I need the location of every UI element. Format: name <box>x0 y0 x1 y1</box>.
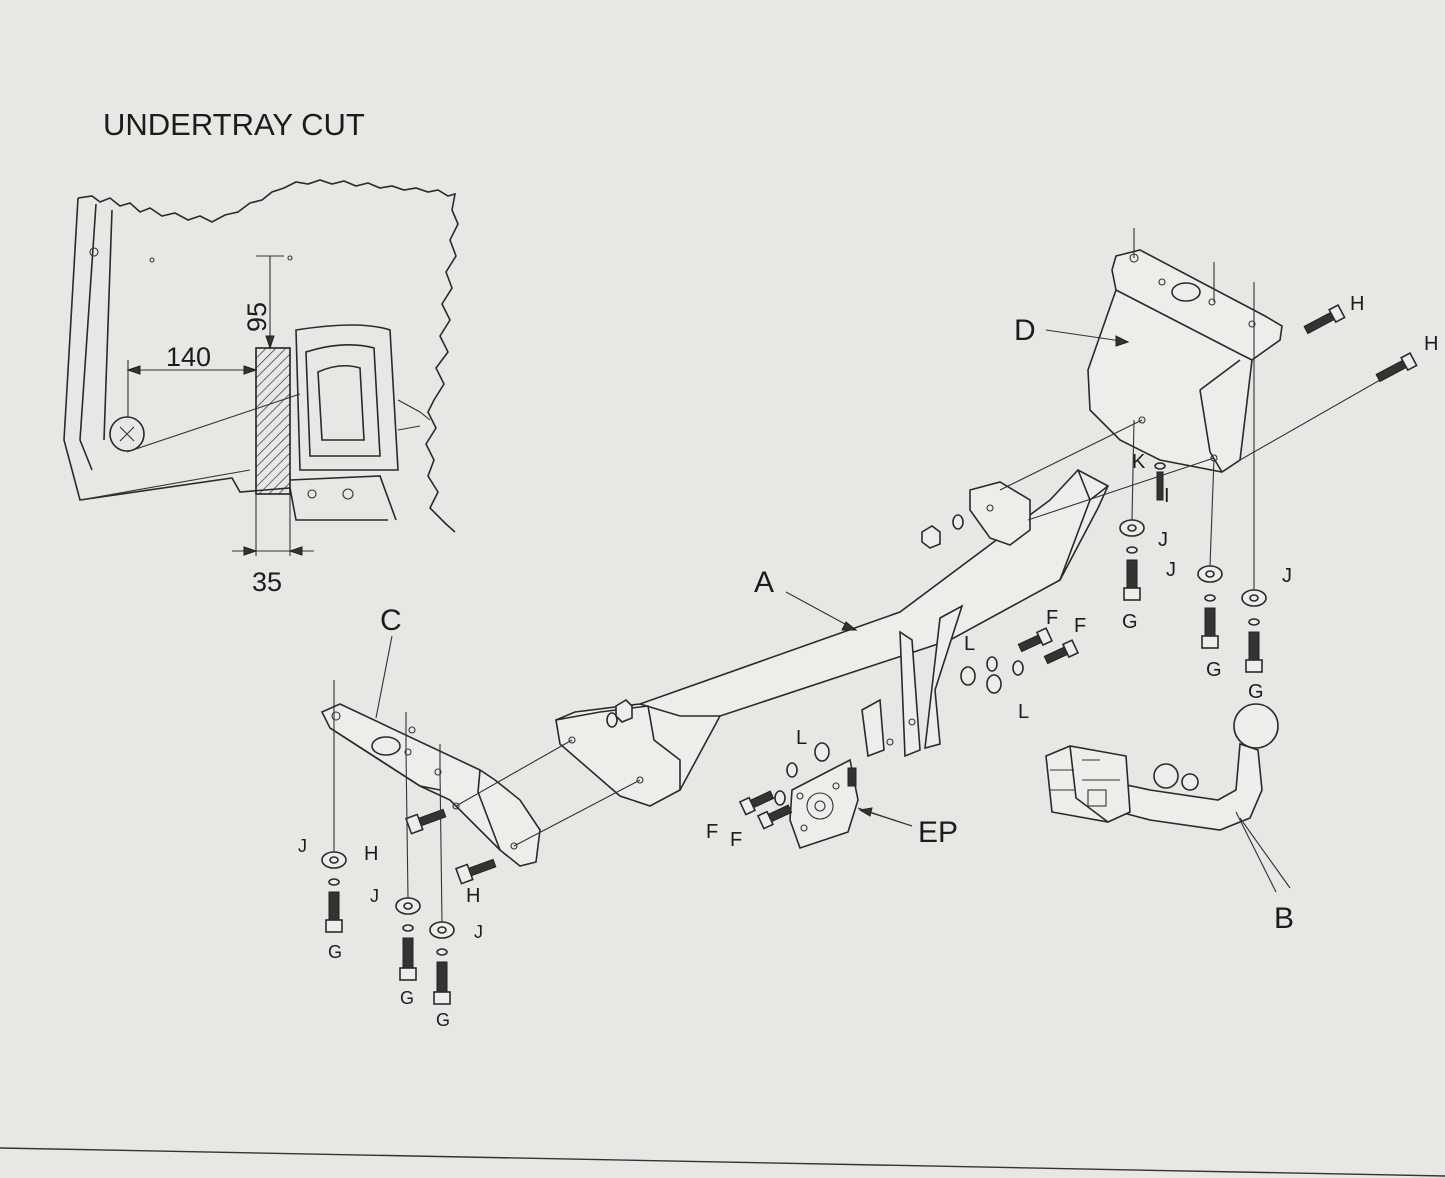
label-j-6: J <box>474 922 483 942</box>
dimension-140: 140 <box>166 342 211 372</box>
label-h-3: H <box>364 843 378 865</box>
label-h-1: H <box>1350 293 1364 315</box>
part-labels: D A C B EP H H H H K I J J J J J J G G G… <box>298 293 1438 1030</box>
label-g-4: G <box>328 942 342 962</box>
undertray-cut-area <box>255 347 291 495</box>
label-g-6: G <box>436 1010 450 1030</box>
bracket-part-d <box>999 228 1381 521</box>
bracket-part-c <box>320 680 641 867</box>
label-f-3: F <box>706 821 718 843</box>
label-g-3: G <box>1248 681 1264 703</box>
label-g-2: G <box>1206 659 1222 681</box>
label-h-2: H <box>1424 333 1438 355</box>
label-d: D <box>1014 314 1036 347</box>
electric-plate-ep <box>789 758 913 850</box>
dimension-35: 35 <box>252 567 282 597</box>
fasteners <box>321 303 1418 1005</box>
label-ep: EP <box>918 816 958 849</box>
page-bottom-rule <box>0 1147 1445 1177</box>
label-f-4: F <box>730 829 742 851</box>
undertray-cut-title: UNDERTRAY CUT <box>103 107 365 142</box>
label-f-1: F <box>1046 607 1058 629</box>
label-l-3: L <box>796 727 807 749</box>
label-j-3: J <box>1282 565 1292 587</box>
label-b: B <box>1274 902 1294 935</box>
dimension-95: 95 <box>242 302 272 332</box>
label-j-2: J <box>1166 559 1176 581</box>
label-g-5: G <box>400 988 414 1008</box>
undertray-cut-detail: 140 95 35 <box>63 179 459 597</box>
label-a: A <box>754 566 774 599</box>
undertray-torn-outline <box>77 179 459 533</box>
label-j-5: J <box>370 886 379 906</box>
leader-lines <box>375 329 1291 889</box>
crossbar-part-a <box>555 469 1110 807</box>
label-h-4: H <box>466 885 480 907</box>
label-f-2: F <box>1074 615 1086 637</box>
label-l-2: L <box>1018 701 1029 723</box>
label-j-1: J <box>1158 529 1168 551</box>
label-k: K <box>1132 451 1146 473</box>
label-i: I <box>1164 485 1170 507</box>
label-j-4: J <box>298 836 307 856</box>
towball-part-b <box>1045 703 1279 893</box>
label-c: C <box>380 604 402 637</box>
label-g-1: G <box>1122 611 1138 633</box>
label-l-1: L <box>964 633 975 655</box>
